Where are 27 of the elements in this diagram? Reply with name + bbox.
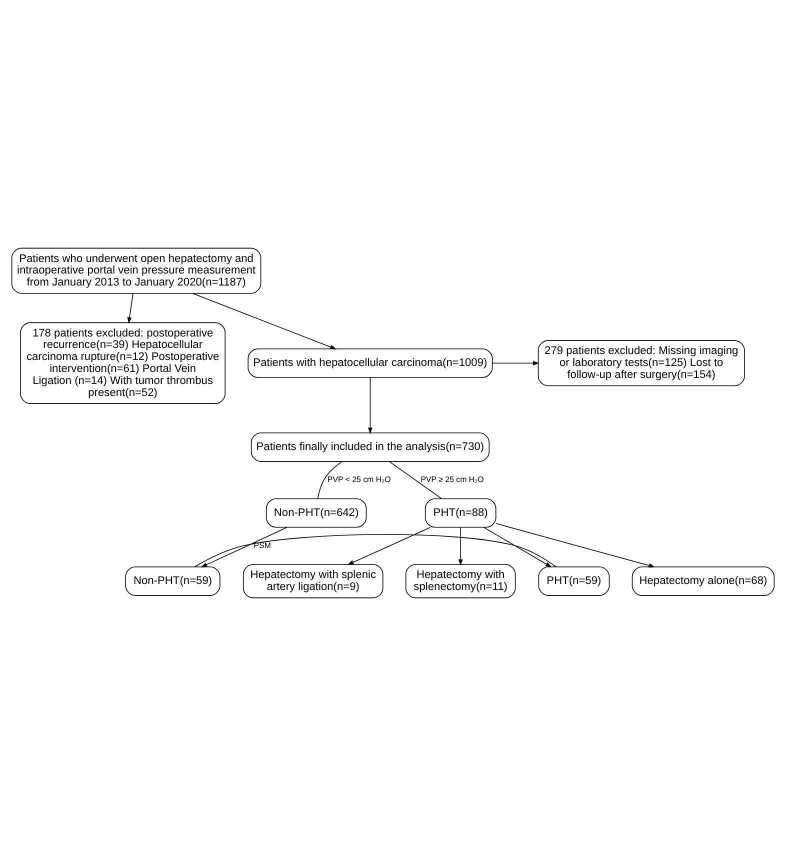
- edge-label: PVP ≥ 25 cm H₂O: [420, 474, 484, 484]
- arrow: [496, 522, 656, 568]
- node-box: Non-PHT(n=59): [125, 566, 220, 596]
- node-box: Patients with hepatocellular carcinoma(n=1009): [248, 348, 493, 378]
- node-box: PHT(n=88): [424, 498, 496, 528]
- node-box: 279 patients excluded: Missing imaging or laboratory tests(n=125) Lost to follow-up after surgery(n=154): [538, 340, 745, 386]
- arrow: [192, 292, 337, 349]
- connector: [317, 460, 343, 499]
- connector: [194, 534, 556, 567]
- arrow: [127, 292, 134, 324]
- node-box: Hepatectomy with splenic artery ligation(n=9): [242, 564, 384, 598]
- arrow: [492, 360, 540, 365]
- node-box: Non-PHT(n=642): [266, 498, 367, 528]
- edge-label: PVP < 25 cm H₂O: [327, 474, 391, 484]
- node-box: PHT(n=59): [538, 566, 610, 596]
- arrow: [368, 376, 372, 434]
- node-box: Patients who underwent open hepatectomy and intraoperative portal vein pressure measurement from January 2013 to January 2020(n=1187): [11, 247, 262, 294]
- node-box: Hepatectomy alone(n=68): [632, 566, 775, 596]
- edge-label: PSM: [254, 540, 271, 550]
- connector: [388, 460, 442, 498]
- node-box: Hepatectomy with splenectomy(n=11): [405, 564, 516, 598]
- node-box: Patients finally included in the analysis(n=730): [250, 432, 490, 462]
- node-box: 178 patients excluded: postoperative recurrence(n=39) Hepatocellular carcinoma rupture(n=12) Postoperative intervention(n=61) Portal Vein Ligation (n=14) With tumor thrombus present(n=52): [20, 322, 226, 404]
- arrow: [347, 526, 431, 564]
- arrow: [483, 526, 552, 567]
- arrow: [200, 526, 288, 567]
- arrow: [458, 526, 463, 566]
